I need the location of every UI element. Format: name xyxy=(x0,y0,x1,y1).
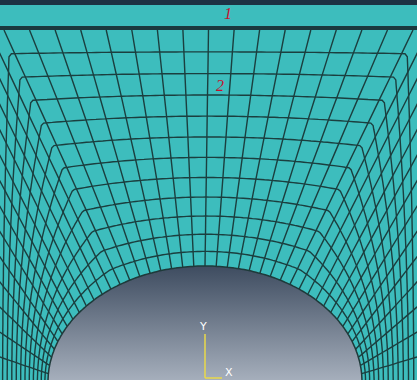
mesh-spoke xyxy=(132,30,172,269)
mesh-ring xyxy=(12,95,404,380)
top-line xyxy=(0,26,417,30)
mesh-ring xyxy=(21,137,394,380)
x-axis xyxy=(205,377,222,379)
mesh-spoke xyxy=(324,126,417,306)
top-edge xyxy=(0,0,417,5)
mesh-ring xyxy=(41,234,369,380)
hole xyxy=(48,266,362,380)
mesh-spoke xyxy=(4,30,120,284)
mesh-spoke xyxy=(0,178,73,320)
mesh-spoke xyxy=(106,30,161,271)
mesh-ring xyxy=(29,178,383,380)
callout-number: 2 xyxy=(214,78,226,94)
axis-label: Y xyxy=(200,321,207,332)
mesh-spoke xyxy=(227,30,259,267)
axis-label: X xyxy=(225,367,233,378)
mesh-lines xyxy=(0,30,417,380)
mesh-spoke xyxy=(216,30,234,266)
mesh-spoke xyxy=(81,30,150,273)
mesh-ring xyxy=(33,197,378,380)
mesh-spoke xyxy=(0,126,86,306)
mesh-ring xyxy=(25,157,388,380)
callout-number: 1 xyxy=(222,6,234,22)
mesh-spoke xyxy=(290,30,413,284)
mesh-spoke xyxy=(205,30,209,266)
mesh-spoke xyxy=(316,101,417,300)
y-axis xyxy=(204,334,206,378)
mesh-ring xyxy=(7,74,408,380)
mesh-spoke xyxy=(0,101,94,300)
mesh-spoke xyxy=(238,30,285,269)
mesh-ring xyxy=(37,216,374,380)
mesh-ring xyxy=(45,251,366,380)
mesh-ring xyxy=(16,116,398,380)
mesh-spoke xyxy=(249,30,311,271)
mesh-ring xyxy=(3,52,414,380)
mesh-spoke xyxy=(157,30,182,267)
mesh-spoke xyxy=(183,30,194,266)
mesh-spoke xyxy=(270,30,362,277)
